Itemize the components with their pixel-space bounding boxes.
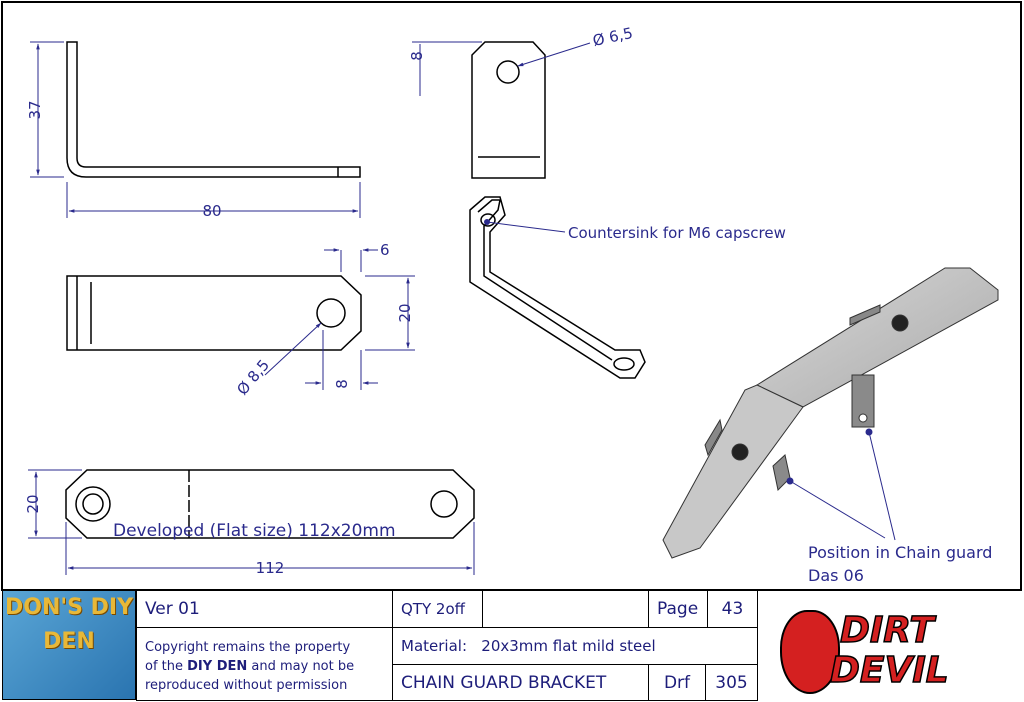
note-developed: Developed (Flat size) 112x20mm: [113, 521, 396, 541]
copyright-line-2a: of the: [145, 659, 188, 674]
dirt-devil-text-1: DIRT: [839, 609, 934, 652]
assembly-render: [662, 267, 999, 559]
copyright-cell: Copyright remains the property of the DI…: [136, 627, 393, 701]
dim-side-length: 80: [202, 202, 221, 220]
side-view: [66, 41, 361, 178]
note-position-1: Position in Chain guard: [808, 543, 992, 562]
dim-top-offset: 8: [408, 51, 426, 61]
dirt-devil-logo: DIRT DEVIL: [760, 596, 1022, 700]
dim-plan-hole-offset: 8: [333, 379, 351, 389]
dim-plan-width: 20: [396, 303, 414, 322]
copyright-diy-den: DIY DEN: [187, 659, 248, 674]
note-position-2: Das 06: [808, 566, 864, 585]
dim-plan-chamfer: 6: [380, 241, 390, 259]
dirt-devil-text-2: DEVIL: [829, 649, 949, 692]
plan-view: [66, 275, 362, 351]
dons-diy-den-logo: DON'S DIY DEN: [2, 590, 136, 700]
dim-side-height: 37: [26, 100, 44, 119]
page-number: 43: [707, 590, 758, 628]
isometric-view: [469, 196, 646, 379]
end-view: [471, 41, 546, 179]
left-logo-text: DON'S DIY DEN: [5, 595, 133, 654]
copyright-line-2c: and may not be: [247, 659, 355, 674]
dim-flat-length: 112: [256, 559, 285, 577]
dim-flat-width: 20: [24, 494, 42, 513]
drf-number: 305: [705, 664, 758, 701]
copyright-line-3: reproduced without permission: [145, 678, 348, 693]
devil-face-icon: [780, 610, 840, 694]
version-cell: Ver 01: [136, 590, 393, 628]
sheet-border: [1, 1, 1022, 591]
material-cell: Material: 20x3mm flat mild steel: [392, 627, 758, 665]
note-countersink: Countersink for M6 capscrew: [568, 224, 786, 242]
part-name-cell: CHAIN GUARD BRACKET: [392, 664, 649, 701]
flat-developed-view: [65, 469, 475, 539]
drf-label: Drf: [648, 664, 706, 701]
copyright-line-1: Copyright remains the property: [145, 640, 351, 655]
page-label: Page: [648, 590, 708, 628]
blank-cell: [482, 590, 649, 628]
qty-cell: QTY 2off: [392, 590, 483, 628]
